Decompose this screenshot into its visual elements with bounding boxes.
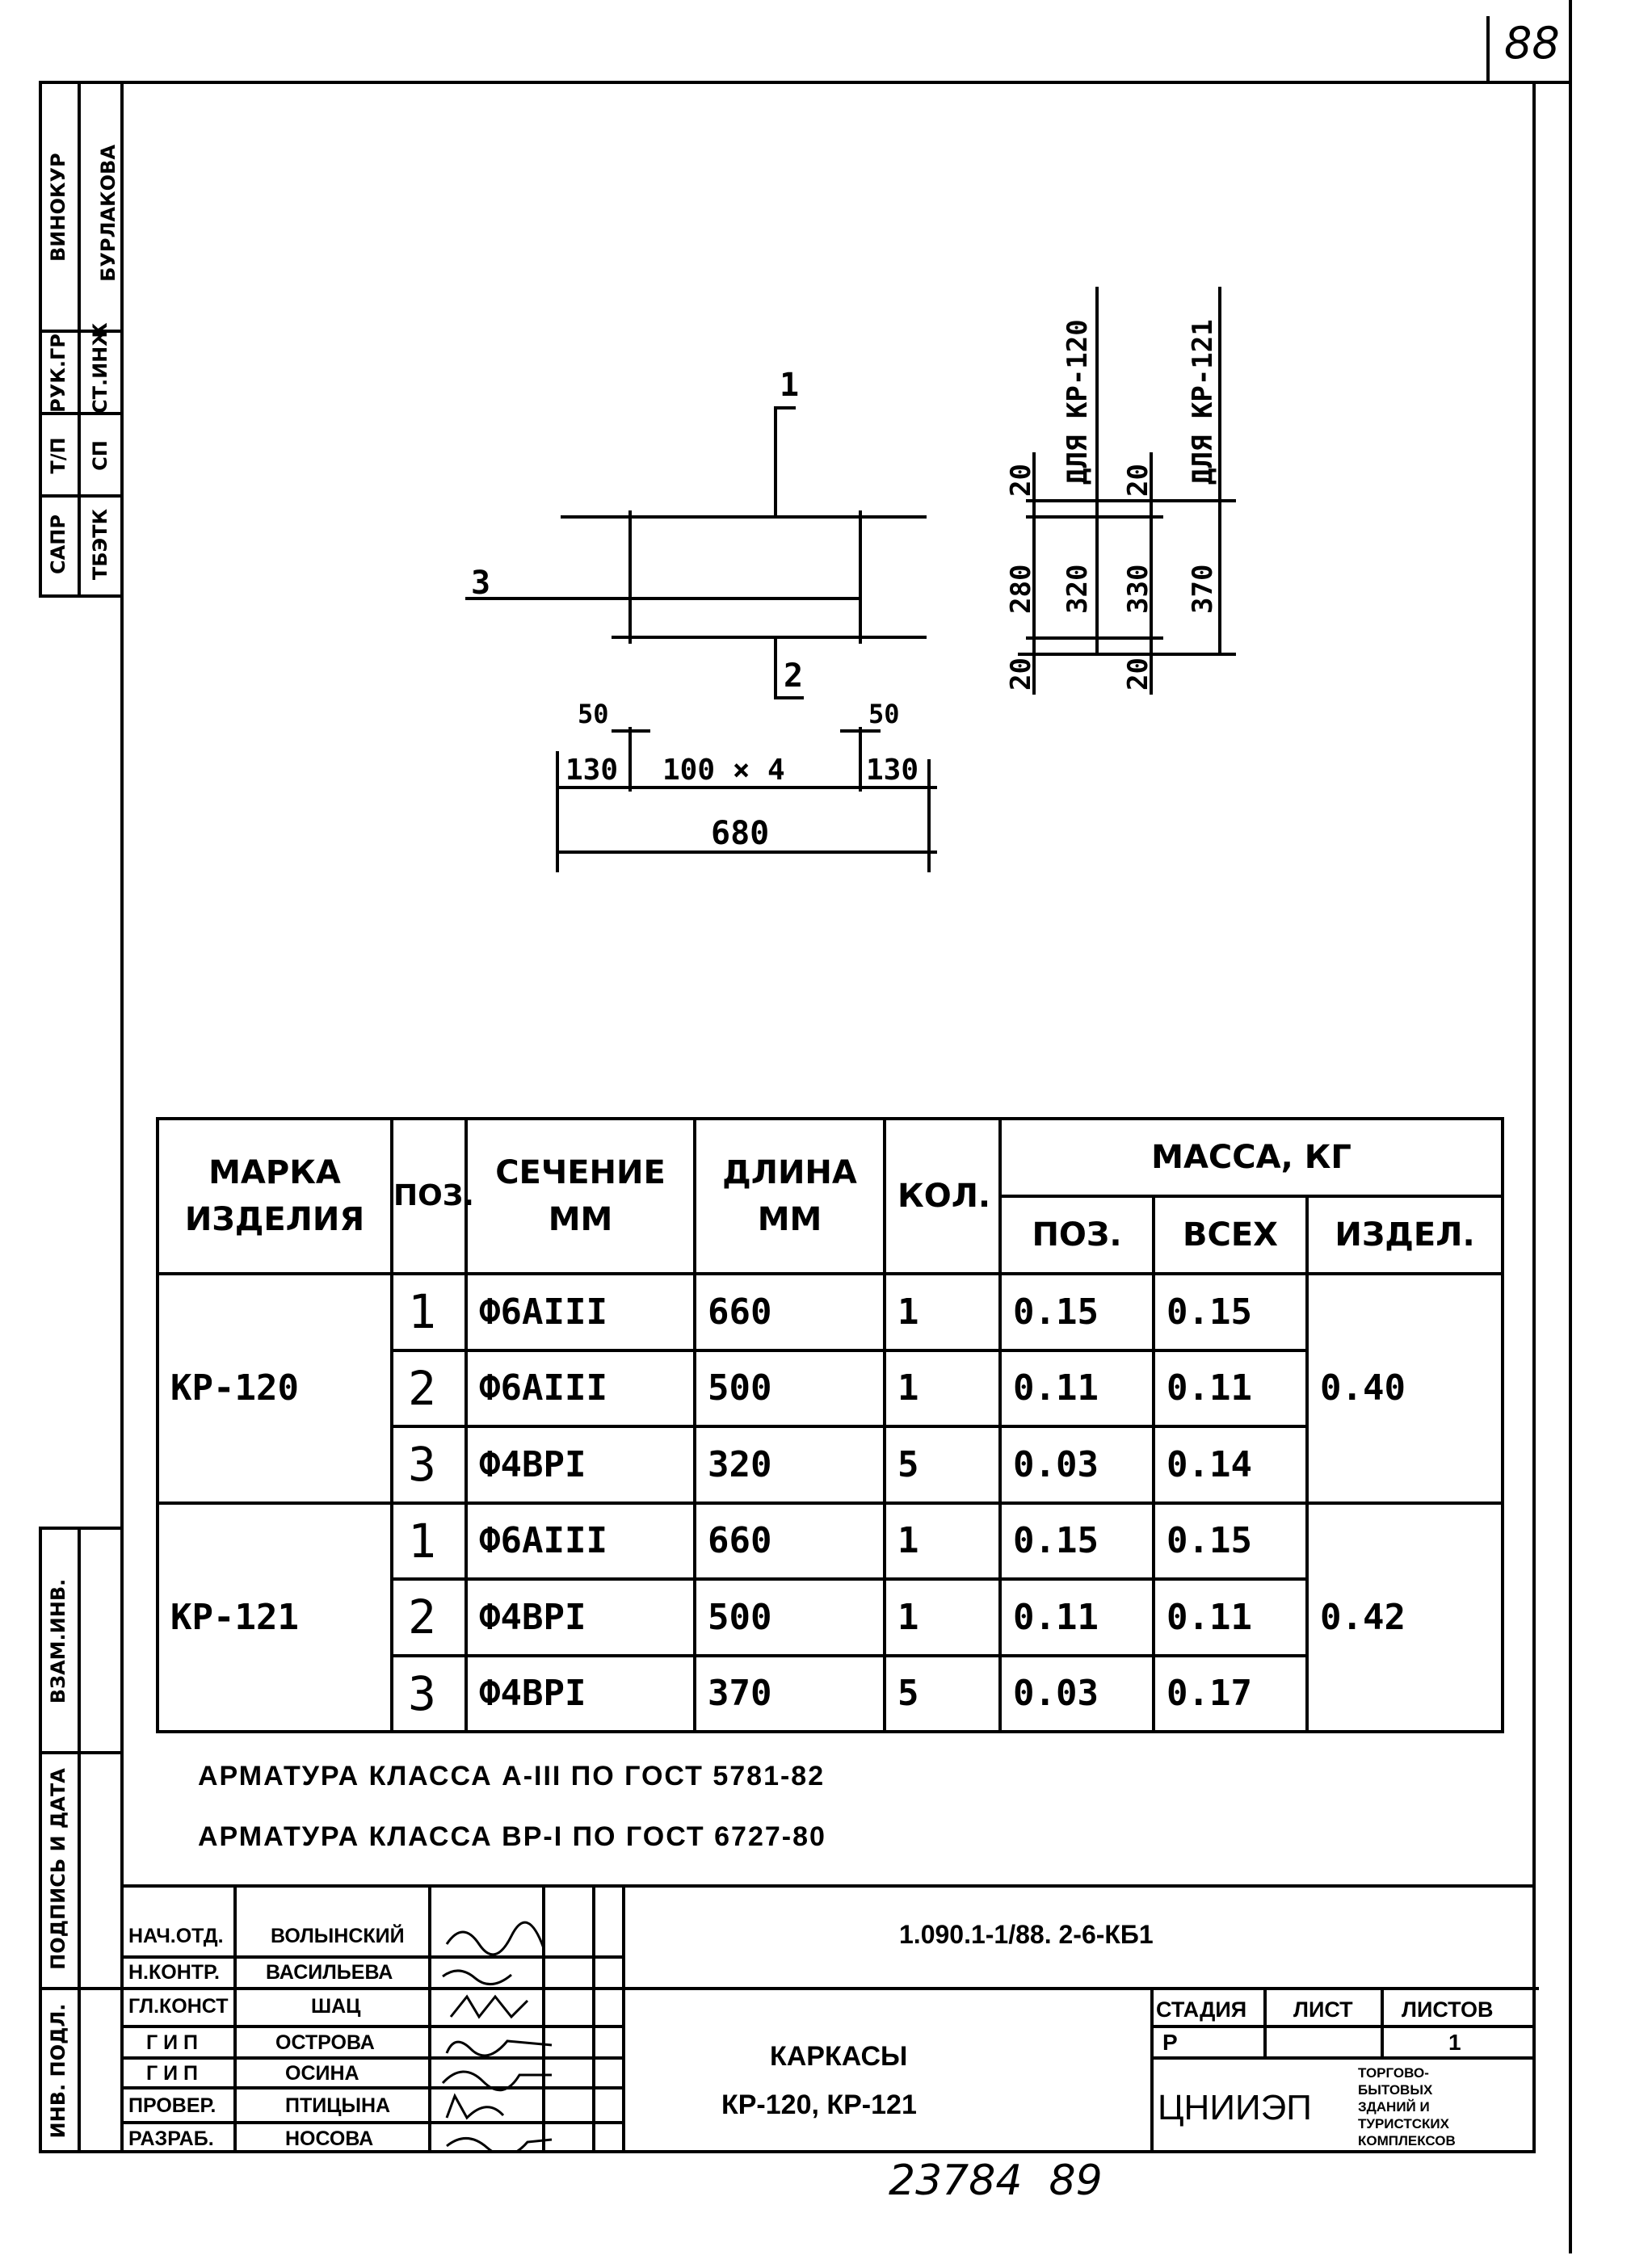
title-line1: КАРКАСЫ [770,2041,908,2072]
specification-table: МАРКА ИЗДЕЛИЯ ПОЗ. СЕЧЕНИЕ ММ ДЛИНА ММ К… [156,1117,1505,1733]
right-margin-line [1569,0,1572,2253]
label-kr120: ДЛЯ КР-120 [1061,319,1094,485]
pos1-label: 1 [780,367,799,404]
table-row: 2 Ф6АIII 500 1 0.11 0.11 [158,1348,1503,1428]
title-line2: КР-120, КР-121 [721,2090,917,2120]
dim-v320: 320 [1061,565,1094,614]
inventory-number: 23784 89 [889,2157,1103,2205]
pos3-label: 3 [471,565,490,602]
dim-v330: 330 [1122,565,1154,614]
doc-code: 1.090.1-1/88. 2-6-КБ1 [899,1920,1154,1949]
sheets-value: 1 [1448,2030,1461,2055]
left-lower-block [39,1527,124,2153]
dim-50-right: 50 [868,699,900,729]
stage-label: СТАДИЯ [1156,1997,1247,2022]
label-kr121: ДЛЯ КР-121 [1187,319,1219,485]
dim-130-left: 130 [565,754,618,787]
sheet-number-box [1486,16,1490,81]
dim-100x4: 100 × 4 [662,754,785,787]
dim-v20-bot-a: 20 [1005,657,1037,691]
header-mass-item: ИЗДЕЛ. [1305,1195,1505,1275]
sheet-label: ЛИСТ [1293,1997,1353,2022]
header-mass-all: ВСЕХ [1152,1195,1309,1275]
dim-50-left: 50 [578,699,609,729]
item-mass-kr121: 0.42 [1305,1501,1505,1733]
header-mass-pos: ПОЗ. [998,1195,1155,1275]
dim-v280: 280 [1005,565,1037,614]
header-mass: МАССА, КГ [998,1117,1505,1198]
mark-kr120: КР-120 [156,1272,393,1505]
dim-v20-top-a: 20 [1005,464,1037,497]
sheet-number: 88 [1504,18,1560,69]
label-podpis-data: ПОДПИСЬ И ДАТА [47,1768,69,1970]
header-pos: ПОЗ. [390,1117,474,1275]
dim-v20-top-b: 20 [1122,464,1154,497]
header-mark: МАРКА ИЗДЕЛИЯ [156,1117,393,1275]
stage-value: Р [1162,2030,1178,2055]
table-row: 3 Ф4ВРI 370 5 0.03 0.17 [158,1653,1503,1733]
header-length: ДЛИНА ММ [693,1117,886,1275]
signature-scribbles [441,1921,553,2153]
table-row: КР-121 1 Ф6АIII 660 1 0.15 0.15 0.42 [156,1501,1505,1733]
label-vzam-inv: ВЗАМ.ИНВ. [47,1578,69,1704]
table-row: 2 Ф4ВРI 500 1 0.11 0.11 [158,1577,1503,1657]
mark-kr121: КР-121 [156,1501,393,1733]
dim-130-right: 130 [866,754,918,787]
note-rebar-bp1: АРМАТУРА КЛАССА ВР-I ПО ГОСТ 6727-80 [198,1821,826,1852]
top-margin-line [1490,81,1571,84]
table-row: 3 Ф4ВРI 320 5 0.03 0.14 [158,1425,1503,1505]
pos2-label: 2 [784,657,803,695]
frame-drawing: 1 2 3 50 50 130 100 × 4 130 680 ДЛЯ КР-1… [465,287,1236,872]
org-name: ЦНИИЭП [1158,2088,1312,2127]
dim-680: 680 [711,815,769,852]
header-section: СЕЧЕНИЕ ММ [464,1117,696,1275]
side-stamp-column [39,81,124,598]
dim-v370: 370 [1187,565,1219,614]
table-row: КР-120 1 Ф6АIII 660 1 0.15 0.15 0.40 [156,1272,1505,1505]
header-qty: КОЛ. [883,1117,1002,1275]
label-inv-podl: ИНВ. ПОДЛ. [47,2003,69,2139]
item-mass-kr120: 0.40 [1305,1272,1505,1505]
sheets-label: ЛИСТОВ [1402,1997,1494,2022]
note-rebar-a3: АРМАТУРА КЛАССА А-III ПО ГОСТ 5781-82 [198,1761,826,1791]
title-block: 1.090.1-1/88. 2-6-КБ1 НАЧ.ОТД. ВОЛЫНСКИЙ… [120,1884,1539,2153]
dim-v20-bot-b: 20 [1122,657,1154,691]
